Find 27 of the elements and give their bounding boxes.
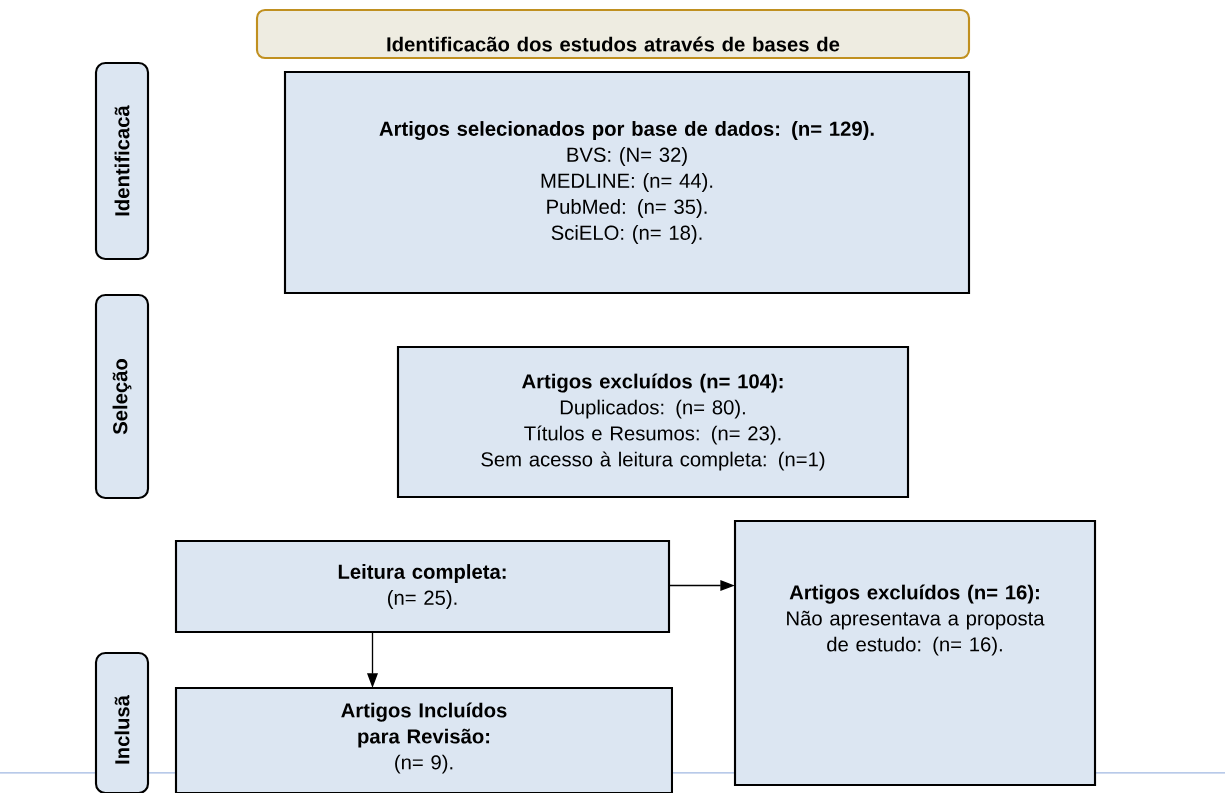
box-text: Artigos excluídos (n= 16): Não apresentava a proposta de estudo: (n= 16). [787, 584, 1045, 656]
node-label: BVS: (N= 32) [567, 147, 687, 166]
phase-label: Seleção [112, 359, 132, 435]
box-text: Identificacão dos estudos através de bases de [387, 36, 840, 52]
process-box [396, 345, 910, 499]
node-label: MEDLINE: (n= 44). [541, 173, 713, 192]
node-label: Duplicados: (n= 80). [560, 399, 745, 419]
phase-label [94, 293, 150, 500]
box-text: Leitura completa: (n= 25). [338, 564, 506, 609]
node-label: Títulos e Resumos: (n= 23). [524, 425, 781, 445]
header-band [255, 8, 971, 60]
box-text: Artigos excluídos (n= 104): Duplicados: (n= 80). Títulos e Resumos: (n= 23). Sem acesso à leitura completa: (n=1) [481, 373, 825, 471]
process-box [174, 539, 671, 634]
box-text: Artigos Incluídos para Revisão: (n= 9). [341, 702, 507, 774]
node-label: Artigos excluídos (n= 104): [522, 373, 783, 393]
phase-label: Identificacã [114, 105, 130, 216]
node-label: PubMed: (n= 35). [547, 199, 707, 218]
phase-label: Inclusã [114, 695, 130, 764]
node-label: Artigos selecionados por base de dados: (n= 129). [379, 121, 874, 141]
box-text: Artigos selecionados por base de dados: (n= 129). BVS: (N= 32) MEDLINE: (n= 44). PubMed: (n= 35). SciELO: (n= 18). [379, 121, 874, 244]
process-box [733, 519, 1097, 787]
node-label: Sem acesso à leitura completa: (n=1) [481, 451, 825, 471]
phase-label [94, 651, 150, 793]
node-label: SciELO: (n= 18). [551, 225, 702, 244]
process-box [174, 686, 674, 793]
phase-label [94, 61, 150, 261]
process-box [283, 70, 971, 295]
